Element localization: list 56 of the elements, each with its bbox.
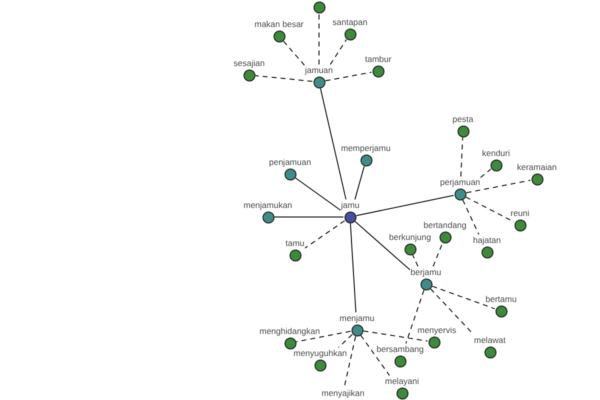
connector-line xyxy=(465,196,515,222)
word-label: bertamu xyxy=(486,294,517,304)
connector-line xyxy=(460,137,464,177)
connector-line xyxy=(360,334,390,376)
connector-line xyxy=(296,330,352,342)
word-label: melawat xyxy=(474,335,506,345)
connector-line xyxy=(330,38,347,65)
word-label: menjamukan xyxy=(244,200,292,210)
word-label: hajatan xyxy=(473,235,501,245)
word-label: berjamu xyxy=(410,267,442,277)
connector-line xyxy=(282,40,305,66)
word-label: jamuan xyxy=(305,65,333,75)
word-label: menyajikan xyxy=(322,388,364,398)
connector-line xyxy=(462,199,480,235)
connector-line xyxy=(320,88,346,200)
word-label: keramaian xyxy=(517,162,557,172)
word-label: bersambang xyxy=(376,344,424,354)
connector-line xyxy=(274,216,344,218)
connector-line xyxy=(412,254,418,267)
connector-line xyxy=(354,220,410,270)
connector-line xyxy=(432,286,496,310)
connector-line xyxy=(354,166,365,200)
word-label: reuni xyxy=(510,208,530,218)
connector-line xyxy=(338,334,353,348)
word-label: pesta xyxy=(452,114,474,124)
word-label: santapan xyxy=(332,17,368,27)
connector-line xyxy=(350,223,356,313)
word-label: sesajian xyxy=(234,58,265,68)
connector-line xyxy=(480,168,492,178)
word-label: menyervis xyxy=(418,325,456,335)
word-label: tamu xyxy=(286,238,304,248)
connector-line xyxy=(430,288,474,335)
word-label: jamu xyxy=(341,200,360,210)
word-label: menghidangkan xyxy=(260,326,320,336)
word-label: melayani xyxy=(385,376,420,386)
word-label: perjamuan xyxy=(440,177,480,187)
connector-line xyxy=(325,72,372,82)
connector-line xyxy=(432,242,444,267)
connector-line xyxy=(466,180,532,194)
word-label: tambur xyxy=(365,54,392,64)
word-label: bertandang xyxy=(424,220,467,230)
word-label: memperjamu xyxy=(341,143,391,153)
word-label: menjamu xyxy=(340,313,374,323)
connector-line xyxy=(405,290,424,344)
word-label: makan besar xyxy=(254,19,304,29)
connector-line xyxy=(362,330,428,342)
connector-line xyxy=(356,194,454,216)
connector-line xyxy=(255,75,313,82)
word-label: berkunjung xyxy=(389,232,432,242)
word-label: kenduri xyxy=(482,148,510,158)
connector-line xyxy=(304,220,346,249)
word-label: menyuguhkan xyxy=(294,348,347,358)
connector-line xyxy=(344,336,356,388)
connector-line xyxy=(318,13,320,65)
connector-line xyxy=(294,177,341,211)
word-label: penjamuan xyxy=(269,157,312,167)
